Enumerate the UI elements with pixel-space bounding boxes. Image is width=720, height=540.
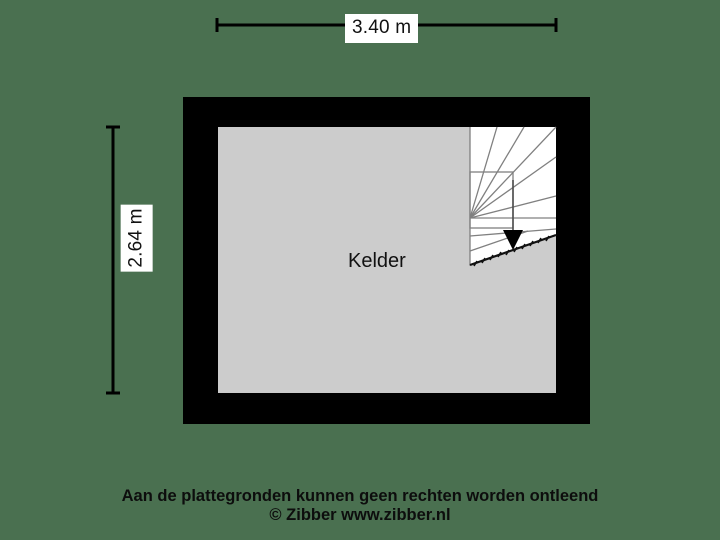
dimension-line-left (106, 125, 120, 395)
staircase (469, 126, 557, 267)
footer-copyright-line: © Zibber www.zibber.nl (269, 506, 451, 524)
stair-direction-down-arrow-icon (503, 180, 523, 250)
room-label-kelder: Kelder (348, 250, 406, 272)
dimension-label-height: 2.64 m (120, 204, 153, 272)
footer-disclaimer-line: Aan de plattegronden kunnen geen rechten… (121, 487, 599, 505)
footer-disclaimer: Aan de plattegronden kunnen geen rechten… (0, 487, 720, 525)
dimension-label-width: 3.40 m (345, 14, 419, 43)
